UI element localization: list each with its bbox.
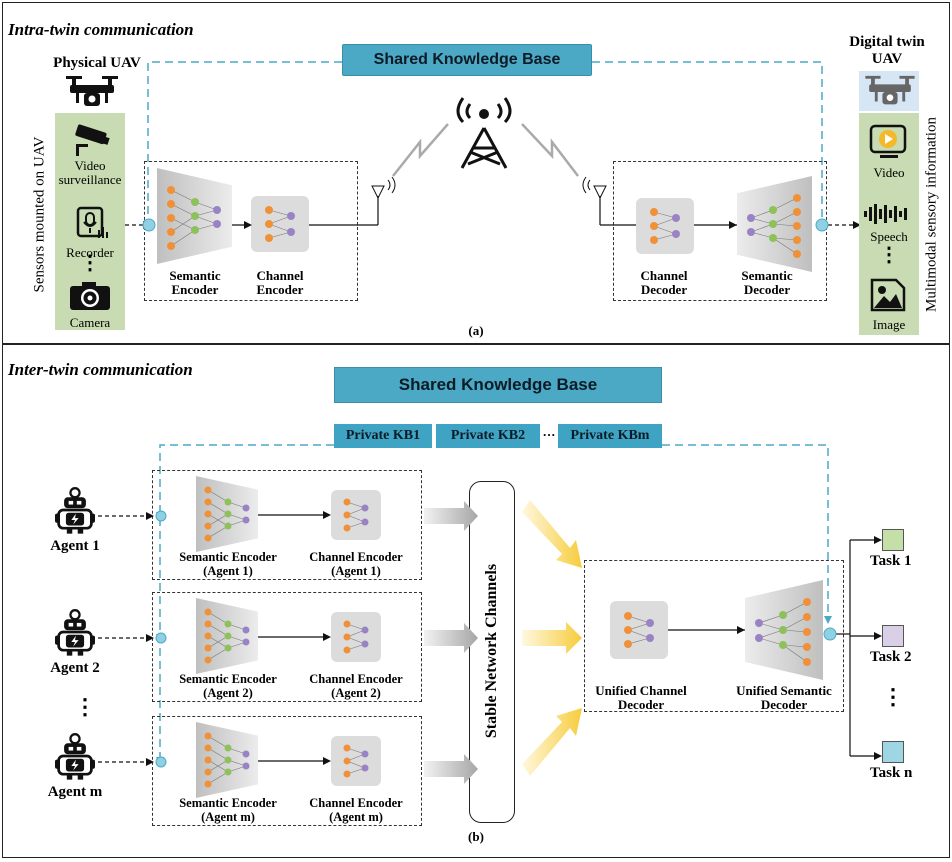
channel-encoder-nodes [265, 206, 295, 242]
agent-encoder-box [152, 592, 422, 702]
semantic-encoder-nodes [196, 598, 256, 679]
private-kb2: Private KB2 [436, 424, 540, 448]
channel-encoder-nodes [331, 612, 381, 667]
unified-semantic-decoder-nodes [755, 598, 811, 666]
robot-icon [55, 486, 95, 539]
top-decoder-box [613, 161, 827, 301]
unified-channel-decoder-nodes [624, 612, 654, 648]
output-dots: ⋮ [879, 244, 899, 266]
agent-label: Agent 1 [50, 538, 100, 554]
video-play-icon [869, 124, 907, 158]
agent-encoder-box [152, 716, 422, 826]
physical-uav-label: Physical UAV [53, 55, 141, 71]
unified-decoder-box [584, 560, 844, 712]
caption-a: (a) [468, 323, 484, 338]
task-n-label: Task n [870, 765, 913, 781]
task-2-box [882, 625, 904, 647]
image-icon [870, 278, 906, 312]
semantic-encoder-label: Semantic Encoder(Agent 2) [179, 672, 277, 700]
semantic-encoder-nodes [196, 722, 256, 803]
task-1-label: Task 1 [870, 553, 912, 569]
task-n-box [882, 741, 904, 763]
task-dots: ⋮ [882, 684, 904, 709]
output-video-label: Video [873, 165, 905, 180]
shared-knowledge-base-bottom: Shared Knowledge Base [334, 367, 662, 403]
inter-twin-title: Inter-twin communication [8, 360, 193, 379]
agent-label: Agent m [47, 784, 103, 800]
channel-decoder-network [636, 198, 694, 254]
private-kb-dots: ··· [542, 427, 556, 442]
drone-icon [66, 76, 118, 106]
channel-encoder-label: Channel Encoder(Agent 2) [309, 672, 403, 700]
intra-twin-title: Intra-twin communication [8, 20, 194, 39]
recorder-icon [76, 206, 108, 238]
agent-encoder-box [152, 470, 422, 580]
channel-encoder-network [251, 196, 309, 252]
camera-icon [70, 282, 110, 310]
sensor-dots: ⋮ [80, 252, 100, 274]
task-2-label: Task 2 [870, 649, 912, 665]
channel-encoder-nodes [331, 736, 381, 791]
robot-icon [55, 732, 95, 785]
output-image-label: Image [872, 317, 906, 332]
channel-decoder-nodes [650, 208, 680, 244]
speech-waveform-icon [864, 204, 907, 224]
unified-channel-decoder-network [610, 601, 668, 659]
semantic-encoder-label: Semantic Encoder(Agent 1) [179, 550, 277, 578]
output-speech-label: Speech [870, 229, 908, 244]
channel-encoder-nodes [331, 490, 381, 545]
stable-network-channels [469, 481, 515, 823]
channel-encoder-label: Channel Encoder(Agent 1) [309, 550, 403, 578]
caption-b: (b) [468, 829, 484, 844]
shared-knowledge-base-top: Shared Knowledge Base [342, 44, 592, 76]
agent-dots: ⋮ [74, 694, 96, 719]
channel-encoder-network [331, 612, 381, 662]
sensor-recorder-label: Recorder [66, 245, 114, 260]
private-kbm: Private KBm [558, 424, 662, 448]
channel-encoder-network [331, 736, 381, 786]
private-kb1: Private KB1 [334, 424, 432, 448]
multimodal-panel [859, 113, 919, 335]
semantic-decoder-nodes [747, 194, 801, 258]
inter-twin-panel [2, 344, 950, 858]
channel-encoder-network [331, 490, 381, 540]
semantic-encoder-label: Semantic Encoder(Agent m) [179, 796, 277, 824]
semantic-encoder-nodes [196, 476, 256, 557]
channel-encoder-label: Channel Encoder(Agent m) [309, 796, 403, 824]
task-1-box [882, 529, 904, 551]
top-encoder-box [144, 161, 358, 301]
digital-twin-drone-icon [865, 75, 915, 105]
semantic-encoder-nodes [167, 186, 221, 250]
video-surveillance-icon [75, 124, 110, 156]
intra-twin-panel [2, 2, 950, 344]
robot-icon [55, 608, 95, 661]
sensor-camera-label: Camera [69, 315, 111, 330]
agent-label: Agent 2 [50, 660, 100, 676]
